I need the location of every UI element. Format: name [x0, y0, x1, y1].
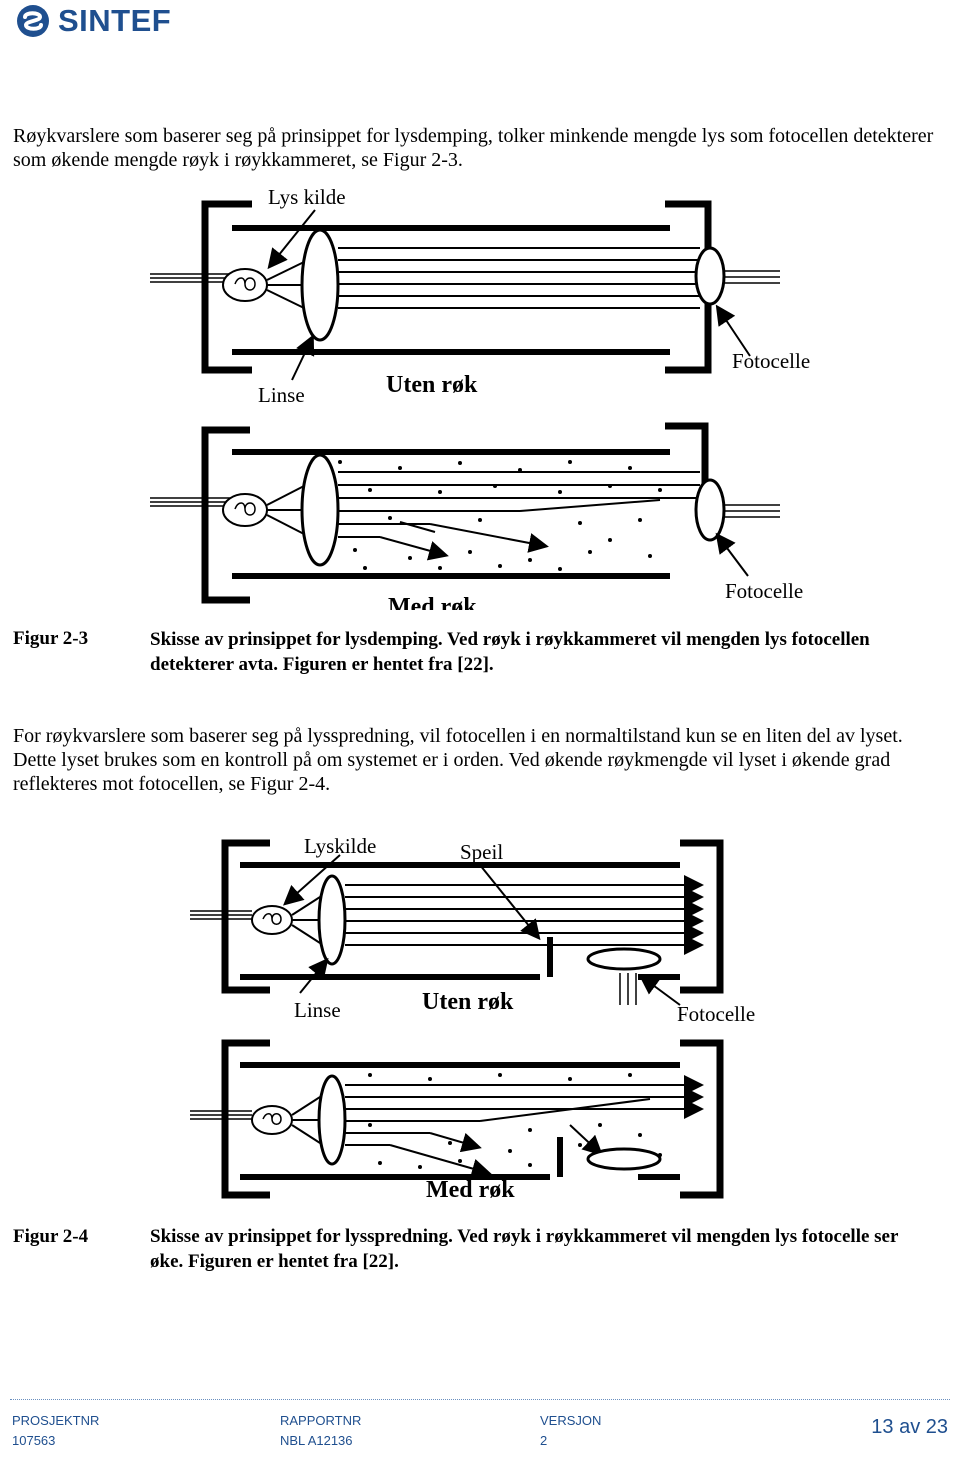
chamber2-with-smoke	[190, 1039, 724, 1199]
lens2-top	[317, 874, 347, 966]
label2-lens: Linse	[294, 998, 341, 1022]
lens2-bottom	[317, 1074, 347, 1166]
footer-divider	[10, 1399, 950, 1400]
label-lens: Linse	[258, 383, 305, 407]
sintef-logo: SINTEF	[16, 3, 172, 38]
photocell-top	[694, 246, 726, 306]
label2-mirror: Speil	[460, 840, 503, 864]
footer-project-label: PROSJEKTNR	[12, 1413, 100, 1428]
label2-photocell: Fotocelle	[677, 1002, 755, 1026]
chamber2-no-smoke	[190, 839, 724, 1006]
photocell2-bottom	[586, 1147, 662, 1171]
caption-label-2-3: Figur 2-3	[13, 628, 89, 649]
page-number: 13 av 23	[871, 1416, 948, 1438]
footer-report-label: RAPPORTNR	[280, 1413, 362, 1428]
footer-project-value: 107563	[12, 1433, 56, 1448]
chamber-with-smoke	[150, 422, 780, 604]
chamber-no-smoke	[150, 200, 780, 381]
caption-text-2-4: Skisse av prinsippet for lysspredning. V…	[150, 1226, 899, 1272]
label-with-smoke: Med røk	[388, 594, 477, 610]
caption-label-2-4: Figur 2-4	[13, 1226, 89, 1247]
label2-no-smoke: Uten røk	[422, 989, 514, 1015]
label-no-smoke: Uten røk	[386, 372, 478, 398]
label-photocell-bottom: Fotocelle	[725, 579, 803, 603]
figure-2-3-diagram: Lys kilde Linse Fotocelle Uten røk	[150, 185, 810, 610]
logo-text: SINTEF	[58, 3, 172, 38]
paragraph-intro: Røykvarslere som baserer seg på prinsipp…	[13, 125, 934, 171]
footer-version-label: VERSJON	[540, 1413, 602, 1428]
footer-version-value: 2	[540, 1433, 548, 1448]
photocell-bottom	[694, 478, 726, 542]
label2-light-source: Lyskilde	[304, 834, 376, 858]
photocell2-top	[586, 947, 662, 971]
label-photocell-top: Fotocelle	[732, 349, 810, 373]
footer-report-value: NBL A12136	[280, 1433, 353, 1448]
sintef-logo-icon	[17, 5, 49, 37]
lens-bottom	[300, 453, 340, 567]
smoke-particles-2	[368, 1073, 662, 1169]
smoke-particles	[338, 460, 662, 571]
lens-top	[300, 228, 340, 342]
paragraph-scattering: For røykvarslere som baserer seg på lyss…	[13, 725, 903, 795]
figure-2-4-diagram: Lyskilde Speil Linse Uten røk Fotocelle	[190, 834, 755, 1203]
label-light-source: Lys kilde	[268, 185, 346, 209]
label2-with-smoke: Med røk	[426, 1177, 515, 1203]
caption-text-2-3: Skisse av prinsippet for lysdemping. Ved…	[150, 629, 870, 675]
